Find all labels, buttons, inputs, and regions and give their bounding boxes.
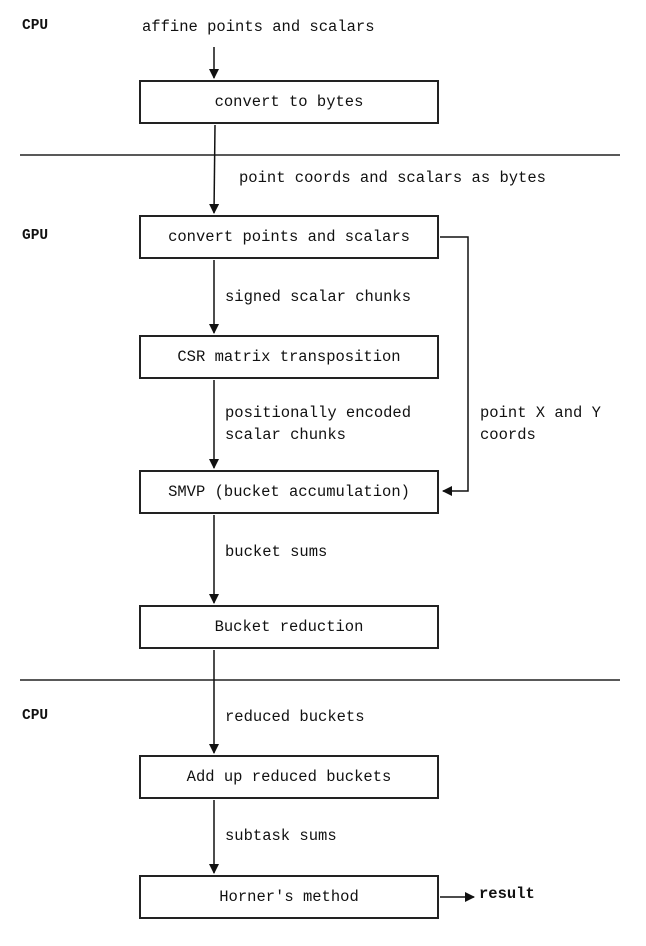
edge-label-reduced-buckets: reduced buckets [225, 708, 365, 726]
section-label-gpu: GPU [22, 228, 49, 244]
edge-label-pos-encoded-1: positionally encoded [225, 404, 412, 422]
edge-label-subtask-sums: subtask sums [225, 827, 337, 845]
edge-label-signed-chunks: signed scalar chunks [225, 288, 412, 306]
edge-label-pos-encoded-2: scalar chunks [225, 426, 346, 444]
output-result: result [479, 885, 535, 903]
box-bucket-reduction: Bucket reduction [139, 605, 439, 649]
edge-label-xy-2: coords [480, 426, 536, 444]
edge-label-input: affine points and scalars [142, 18, 375, 36]
edge-label-bytes: point coords and scalars as bytes [239, 169, 546, 187]
section-label-cpu-top: CPU [22, 18, 49, 34]
box-add-up-reduced: Add up reduced buckets [139, 755, 439, 799]
arrow-xy-coords [440, 236, 469, 496]
box-convert-to-bytes: convert to bytes [139, 80, 439, 124]
section-label-cpu-bottom: CPU [22, 708, 49, 724]
box-convert-points-scalars: convert points and scalars [139, 215, 439, 259]
arrow-bytes [209, 124, 220, 214]
box-horner: Horner's method [139, 875, 439, 919]
box-smvp: SMVP (bucket accumulation) [139, 470, 439, 514]
edge-label-bucket-sums: bucket sums [225, 543, 328, 561]
box-csr-transposition: CSR matrix transposition [139, 335, 439, 379]
edge-label-xy-1: point X and Y [480, 404, 601, 422]
